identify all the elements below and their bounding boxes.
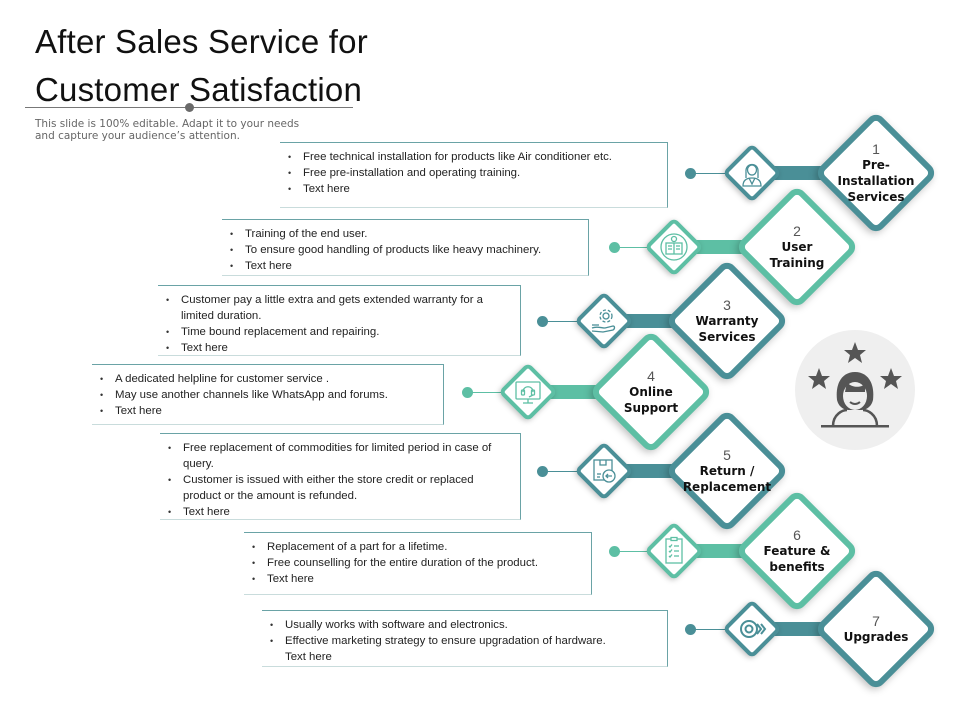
customer-satisfaction-illustration	[795, 330, 915, 450]
step-icon-diamond	[574, 291, 634, 351]
bullet-item: To ensure good handling of products like…	[230, 242, 580, 258]
title-line-1: After Sales Service for	[35, 23, 368, 60]
step-number: 6	[793, 527, 801, 543]
step-label: Warranty	[695, 314, 759, 328]
step-number: 4	[647, 368, 655, 384]
step-label: Replacement	[682, 480, 772, 494]
gear-upgrade-icon	[740, 620, 767, 638]
title-divider-dot	[185, 103, 194, 112]
bullet-item: Text here	[166, 340, 512, 356]
connector-dot	[609, 242, 620, 253]
step-icon-diamond	[644, 217, 704, 277]
step-number: 2	[793, 223, 801, 239]
bullet-item: Text here	[230, 258, 580, 274]
connector-line	[690, 629, 732, 630]
step-label: User	[781, 240, 813, 254]
step-description-box: Customer pay a little extra and gets ext…	[158, 285, 521, 356]
bullet-item: Text here	[252, 571, 583, 587]
satisfied-customer-stars-icon	[808, 342, 902, 428]
step-number: 5	[723, 447, 731, 463]
bullet-item: Free replacement of commodities for limi…	[168, 440, 512, 472]
title-line-2: Customer Satisfaction	[35, 71, 362, 108]
step-number: 3	[723, 297, 731, 313]
bullet-item: Text here	[168, 504, 512, 520]
connector-line	[542, 321, 584, 322]
bullet-item: Text here	[100, 403, 435, 419]
gear-in-hand-icon	[591, 309, 616, 333]
step-label: Services	[698, 330, 756, 344]
connector-line	[542, 471, 584, 472]
connector-dot	[537, 466, 548, 477]
bullet-item: Text here	[288, 181, 659, 197]
bullet-list: Training of the end user.To ensure good …	[230, 226, 580, 274]
step-label: benefits	[769, 560, 825, 574]
bullet-list: Free technical installation for products…	[288, 149, 659, 197]
step-label: Feature &	[763, 544, 831, 558]
step-label: Online	[629, 385, 673, 399]
connector-line	[614, 247, 654, 248]
bullet-list: Free replacement of commodities for limi…	[168, 440, 512, 520]
bullet-item: Customer pay a little extra and gets ext…	[166, 292, 512, 324]
bullet-item: Time bound replacement and repairing.	[166, 324, 512, 340]
step-description-box: Free replacement of commodities for limi…	[160, 433, 521, 520]
page-title: After Sales Service for Customer Satisfa…	[35, 18, 368, 114]
step-label: Training	[769, 256, 825, 270]
bullet-item: Effective marketing strategy to ensure u…	[270, 633, 659, 649]
connector-dot	[685, 168, 696, 179]
step-icon-diamond	[498, 362, 558, 422]
bullet-item: Free technical installation for products…	[288, 149, 659, 165]
book-training-icon	[660, 233, 688, 261]
bullet-item: Free counselling for the entire duration…	[252, 555, 583, 571]
bullet-list: Replacement of a part for a lifetime.Fre…	[252, 539, 583, 587]
step-label: Pre-	[862, 158, 890, 172]
step-description-box: Training of the end user.To ensure good …	[222, 219, 589, 276]
step-description-box: Replacement of a part for a lifetime.Fre…	[244, 532, 592, 595]
headset-monitor-icon	[515, 381, 541, 404]
connector-dot	[462, 387, 473, 398]
connector-dot	[609, 546, 620, 557]
bullet-item: Replacement of a part for a lifetime.	[252, 539, 583, 555]
bullet-list: A dedicated helpline for customer servic…	[100, 371, 435, 419]
bullet-item: Customer is issued with either the store…	[168, 472, 512, 504]
step-icon-diamond	[722, 599, 782, 659]
connector-line	[690, 173, 732, 174]
bullet-item: May use another channels like WhatsApp a…	[100, 387, 435, 403]
step-description-box: Usually works with software and electron…	[262, 610, 668, 667]
step-label: Services	[847, 190, 905, 204]
step-label: Upgrades	[843, 630, 909, 644]
step-icon-diamond	[574, 441, 634, 501]
bullet-item: Text here	[285, 651, 332, 663]
connector-line	[614, 551, 654, 552]
step-description-box: A dedicated helpline for customer servic…	[92, 364, 444, 425]
subtitle: This slide is 100% editable. Adapt it to…	[35, 118, 300, 142]
step-number: 1	[872, 141, 880, 157]
connector-dot	[537, 316, 548, 327]
step-icon-diamond	[644, 521, 704, 581]
step-icon-diamond	[722, 143, 782, 203]
step-label: Return /	[699, 464, 755, 478]
step-label: Installation	[837, 174, 915, 188]
step-label: Support	[623, 401, 679, 415]
step-description-box: Free technical installation for products…	[280, 142, 668, 208]
bullet-item: Free pre-installation and operating trai…	[288, 165, 659, 181]
customer-service-woman-icon	[742, 163, 762, 187]
connector-dot	[685, 624, 696, 635]
bullet-item: Training of the end user.	[230, 226, 580, 242]
step-number: 7	[872, 613, 880, 629]
box-return-icon	[593, 459, 616, 483]
bullet-list: Usually works with software and electron…	[270, 617, 659, 665]
bullet-item: A dedicated helpline for customer servic…	[100, 371, 435, 387]
bullet-list: Customer pay a little extra and gets ext…	[166, 292, 512, 356]
connector-line	[467, 392, 508, 393]
bullet-item: Usually works with software and electron…	[270, 617, 659, 633]
checklist-icon	[665, 536, 683, 564]
